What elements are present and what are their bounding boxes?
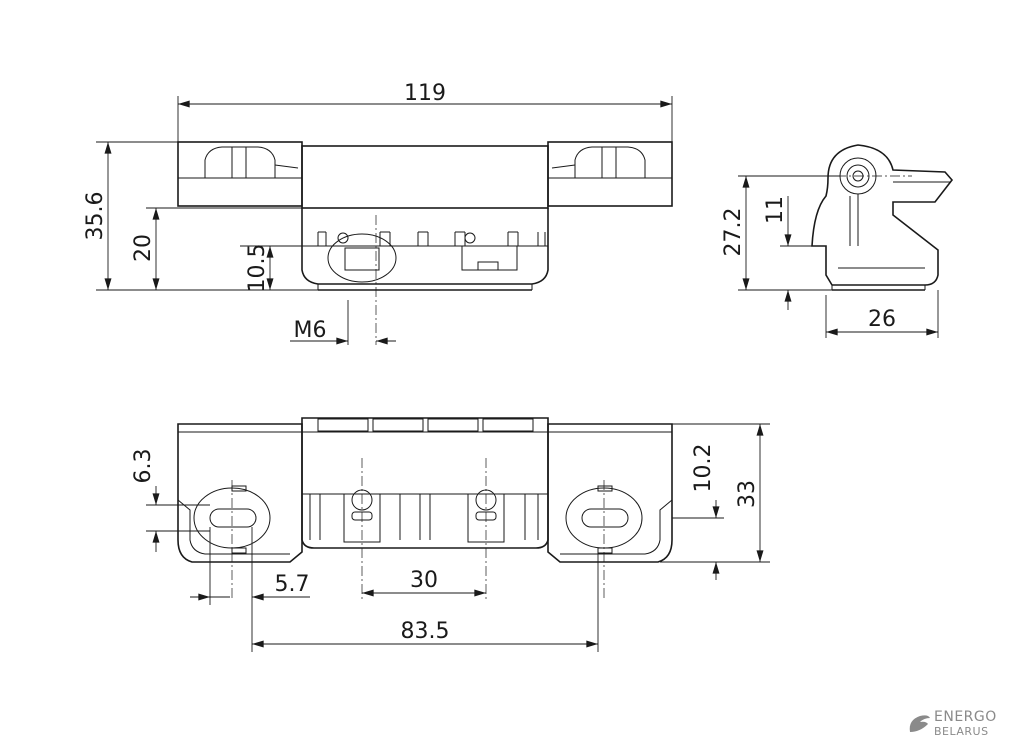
dim-slot-width: 5.7	[275, 572, 310, 597]
dim-overall-length: 119	[404, 81, 446, 106]
front-view	[177, 141, 673, 345]
dim-slot-spacing: 83.5	[401, 619, 450, 644]
dim-hole-spacing: 30	[410, 568, 438, 593]
dim-side-height-11: 11	[763, 196, 788, 224]
dim-side-height-27-2: 27.2	[721, 208, 746, 257]
dim-bottom-overall-height: 33	[735, 480, 760, 508]
bottom-view-dimensions	[146, 423, 770, 652]
logo-line-energo: ENERGO	[934, 709, 997, 725]
bottom-view	[177, 417, 673, 600]
leaf-icon	[909, 715, 930, 732]
dim-thread-m6: M6	[294, 318, 327, 343]
front-view-dimensions	[96, 96, 673, 345]
side-view	[800, 144, 954, 291]
energo-belarus-logo: ENERGO BELARUS	[906, 709, 1016, 741]
dim-slot-offset: 6.3	[131, 449, 156, 484]
dim-overall-height: 35.6	[83, 192, 108, 241]
dim-height-20: 20	[131, 234, 156, 262]
logo-line-belarus: BELARUS	[934, 725, 989, 738]
dim-height-10-5: 10.5	[245, 244, 270, 293]
side-view-dimensions	[738, 175, 939, 338]
dim-height-10-2: 10.2	[691, 444, 716, 493]
dim-side-depth: 26	[868, 307, 896, 332]
